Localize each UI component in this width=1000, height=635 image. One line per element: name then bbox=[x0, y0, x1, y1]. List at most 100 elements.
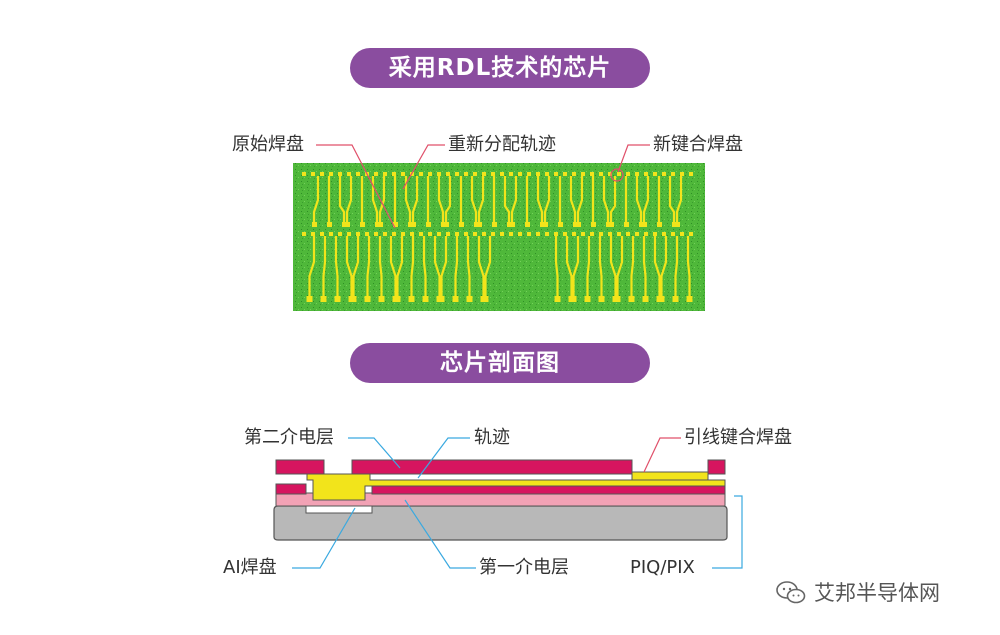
leader-al-pad bbox=[292, 507, 356, 569]
bond-pad-upper bbox=[540, 222, 545, 227]
bond-pad-upper bbox=[426, 222, 431, 227]
bond-pad-lower bbox=[320, 296, 327, 302]
original-pad bbox=[320, 172, 324, 176]
bond-pad-upper bbox=[642, 222, 647, 227]
original-pad bbox=[356, 232, 360, 236]
bond-pad-upper bbox=[411, 222, 416, 227]
original-pad bbox=[455, 172, 459, 176]
bond-pad-lower bbox=[598, 296, 605, 302]
trace-lower bbox=[616, 236, 624, 298]
bond-pad-lower bbox=[408, 296, 415, 302]
original-pad bbox=[482, 232, 486, 236]
trace-lower bbox=[586, 236, 591, 298]
trace-lower bbox=[642, 236, 647, 298]
label-wire-bond-pad: 引线键合焊盘 bbox=[684, 427, 792, 448]
trace-lower bbox=[686, 236, 691, 298]
trace-lower bbox=[477, 236, 485, 298]
original-pad bbox=[473, 172, 477, 176]
bond-pad-upper bbox=[492, 222, 497, 227]
trace-lower bbox=[440, 236, 448, 298]
bond-pad-upper bbox=[576, 222, 581, 227]
trace-pad-top bbox=[631, 471, 709, 481]
trace-upper bbox=[543, 176, 551, 224]
leader-first-dielectric bbox=[404, 499, 476, 569]
original-pad bbox=[446, 232, 450, 236]
original-pad bbox=[617, 172, 621, 176]
original-pad bbox=[365, 232, 369, 236]
trace-lower bbox=[345, 236, 353, 298]
bond-pad-lower bbox=[482, 296, 489, 302]
trace-lower bbox=[410, 236, 415, 298]
trace-lower bbox=[609, 236, 617, 298]
original-pad bbox=[302, 232, 306, 236]
bond-pad-upper bbox=[543, 222, 548, 227]
trace-upper bbox=[371, 176, 379, 224]
bond-pad-upper bbox=[408, 222, 413, 227]
trace-lower bbox=[554, 236, 559, 298]
bond-pad-upper bbox=[609, 222, 614, 227]
trace-upper bbox=[345, 176, 353, 224]
trace-upper bbox=[477, 176, 485, 224]
trace-upper bbox=[312, 176, 320, 224]
trace-lower bbox=[484, 236, 492, 298]
original-pad bbox=[320, 232, 324, 236]
leader-trace bbox=[417, 437, 470, 479]
trace-lower bbox=[630, 236, 635, 298]
trace-lower bbox=[389, 236, 397, 298]
bond-pad-lower bbox=[350, 296, 357, 302]
trace-upper bbox=[576, 176, 584, 224]
original-pad bbox=[572, 172, 576, 176]
original-pad bbox=[590, 172, 594, 176]
bond-pad-upper bbox=[510, 222, 515, 227]
label-first-dielectric: 第一介电层 bbox=[479, 557, 569, 578]
bond-pads bbox=[302, 172, 693, 302]
original-pad bbox=[419, 172, 423, 176]
bond-pad-upper bbox=[327, 222, 332, 227]
original-pad bbox=[374, 232, 378, 236]
trace-upper bbox=[503, 176, 511, 224]
trace-upper bbox=[338, 176, 346, 224]
second-dielectric-main bbox=[351, 459, 633, 475]
trace-upper bbox=[536, 176, 544, 224]
bond-pad-upper bbox=[375, 222, 380, 227]
trace-lower bbox=[422, 236, 427, 298]
label-piq-pix: PIQ/PIX bbox=[630, 557, 695, 578]
bond-pad-lower bbox=[452, 296, 459, 302]
silicon-substrate bbox=[273, 505, 728, 541]
original-pad bbox=[554, 172, 558, 176]
bond-pad-upper bbox=[573, 222, 578, 227]
label-second-dielectric: 第二介电层 bbox=[244, 427, 334, 448]
trace-upper bbox=[602, 176, 610, 224]
trace-upper bbox=[437, 176, 445, 224]
trace-upper bbox=[510, 176, 518, 224]
original-pad bbox=[329, 172, 333, 176]
original-pad bbox=[554, 232, 558, 236]
leader-wire-bond-pad bbox=[643, 437, 681, 473]
trace-lower bbox=[396, 236, 404, 298]
bond-pad-lower bbox=[642, 296, 649, 302]
original-pad bbox=[437, 232, 441, 236]
original-pad bbox=[671, 172, 675, 176]
original-pad bbox=[392, 232, 396, 236]
original-pad bbox=[473, 232, 477, 236]
original-pad bbox=[338, 172, 342, 176]
bond-pad-upper bbox=[345, 222, 350, 227]
magenta-base-left bbox=[275, 483, 307, 495]
bond-pad-upper bbox=[474, 222, 479, 227]
original-pad bbox=[563, 172, 567, 176]
bond-pad-upper bbox=[507, 222, 512, 227]
leader-new-bond-pad bbox=[617, 144, 650, 173]
bond-pad-lower bbox=[334, 296, 341, 302]
original-pad bbox=[455, 232, 459, 236]
bond-pad-upper bbox=[558, 222, 563, 227]
original-pad bbox=[509, 172, 513, 176]
original-pad bbox=[581, 232, 585, 236]
bond-pad-lower bbox=[658, 296, 665, 302]
original-pad bbox=[662, 172, 666, 176]
trace-lower bbox=[352, 236, 360, 298]
trace-upper bbox=[609, 176, 617, 224]
original-pad bbox=[383, 232, 387, 236]
trace-lower bbox=[433, 236, 441, 298]
trace-upper bbox=[470, 176, 478, 224]
